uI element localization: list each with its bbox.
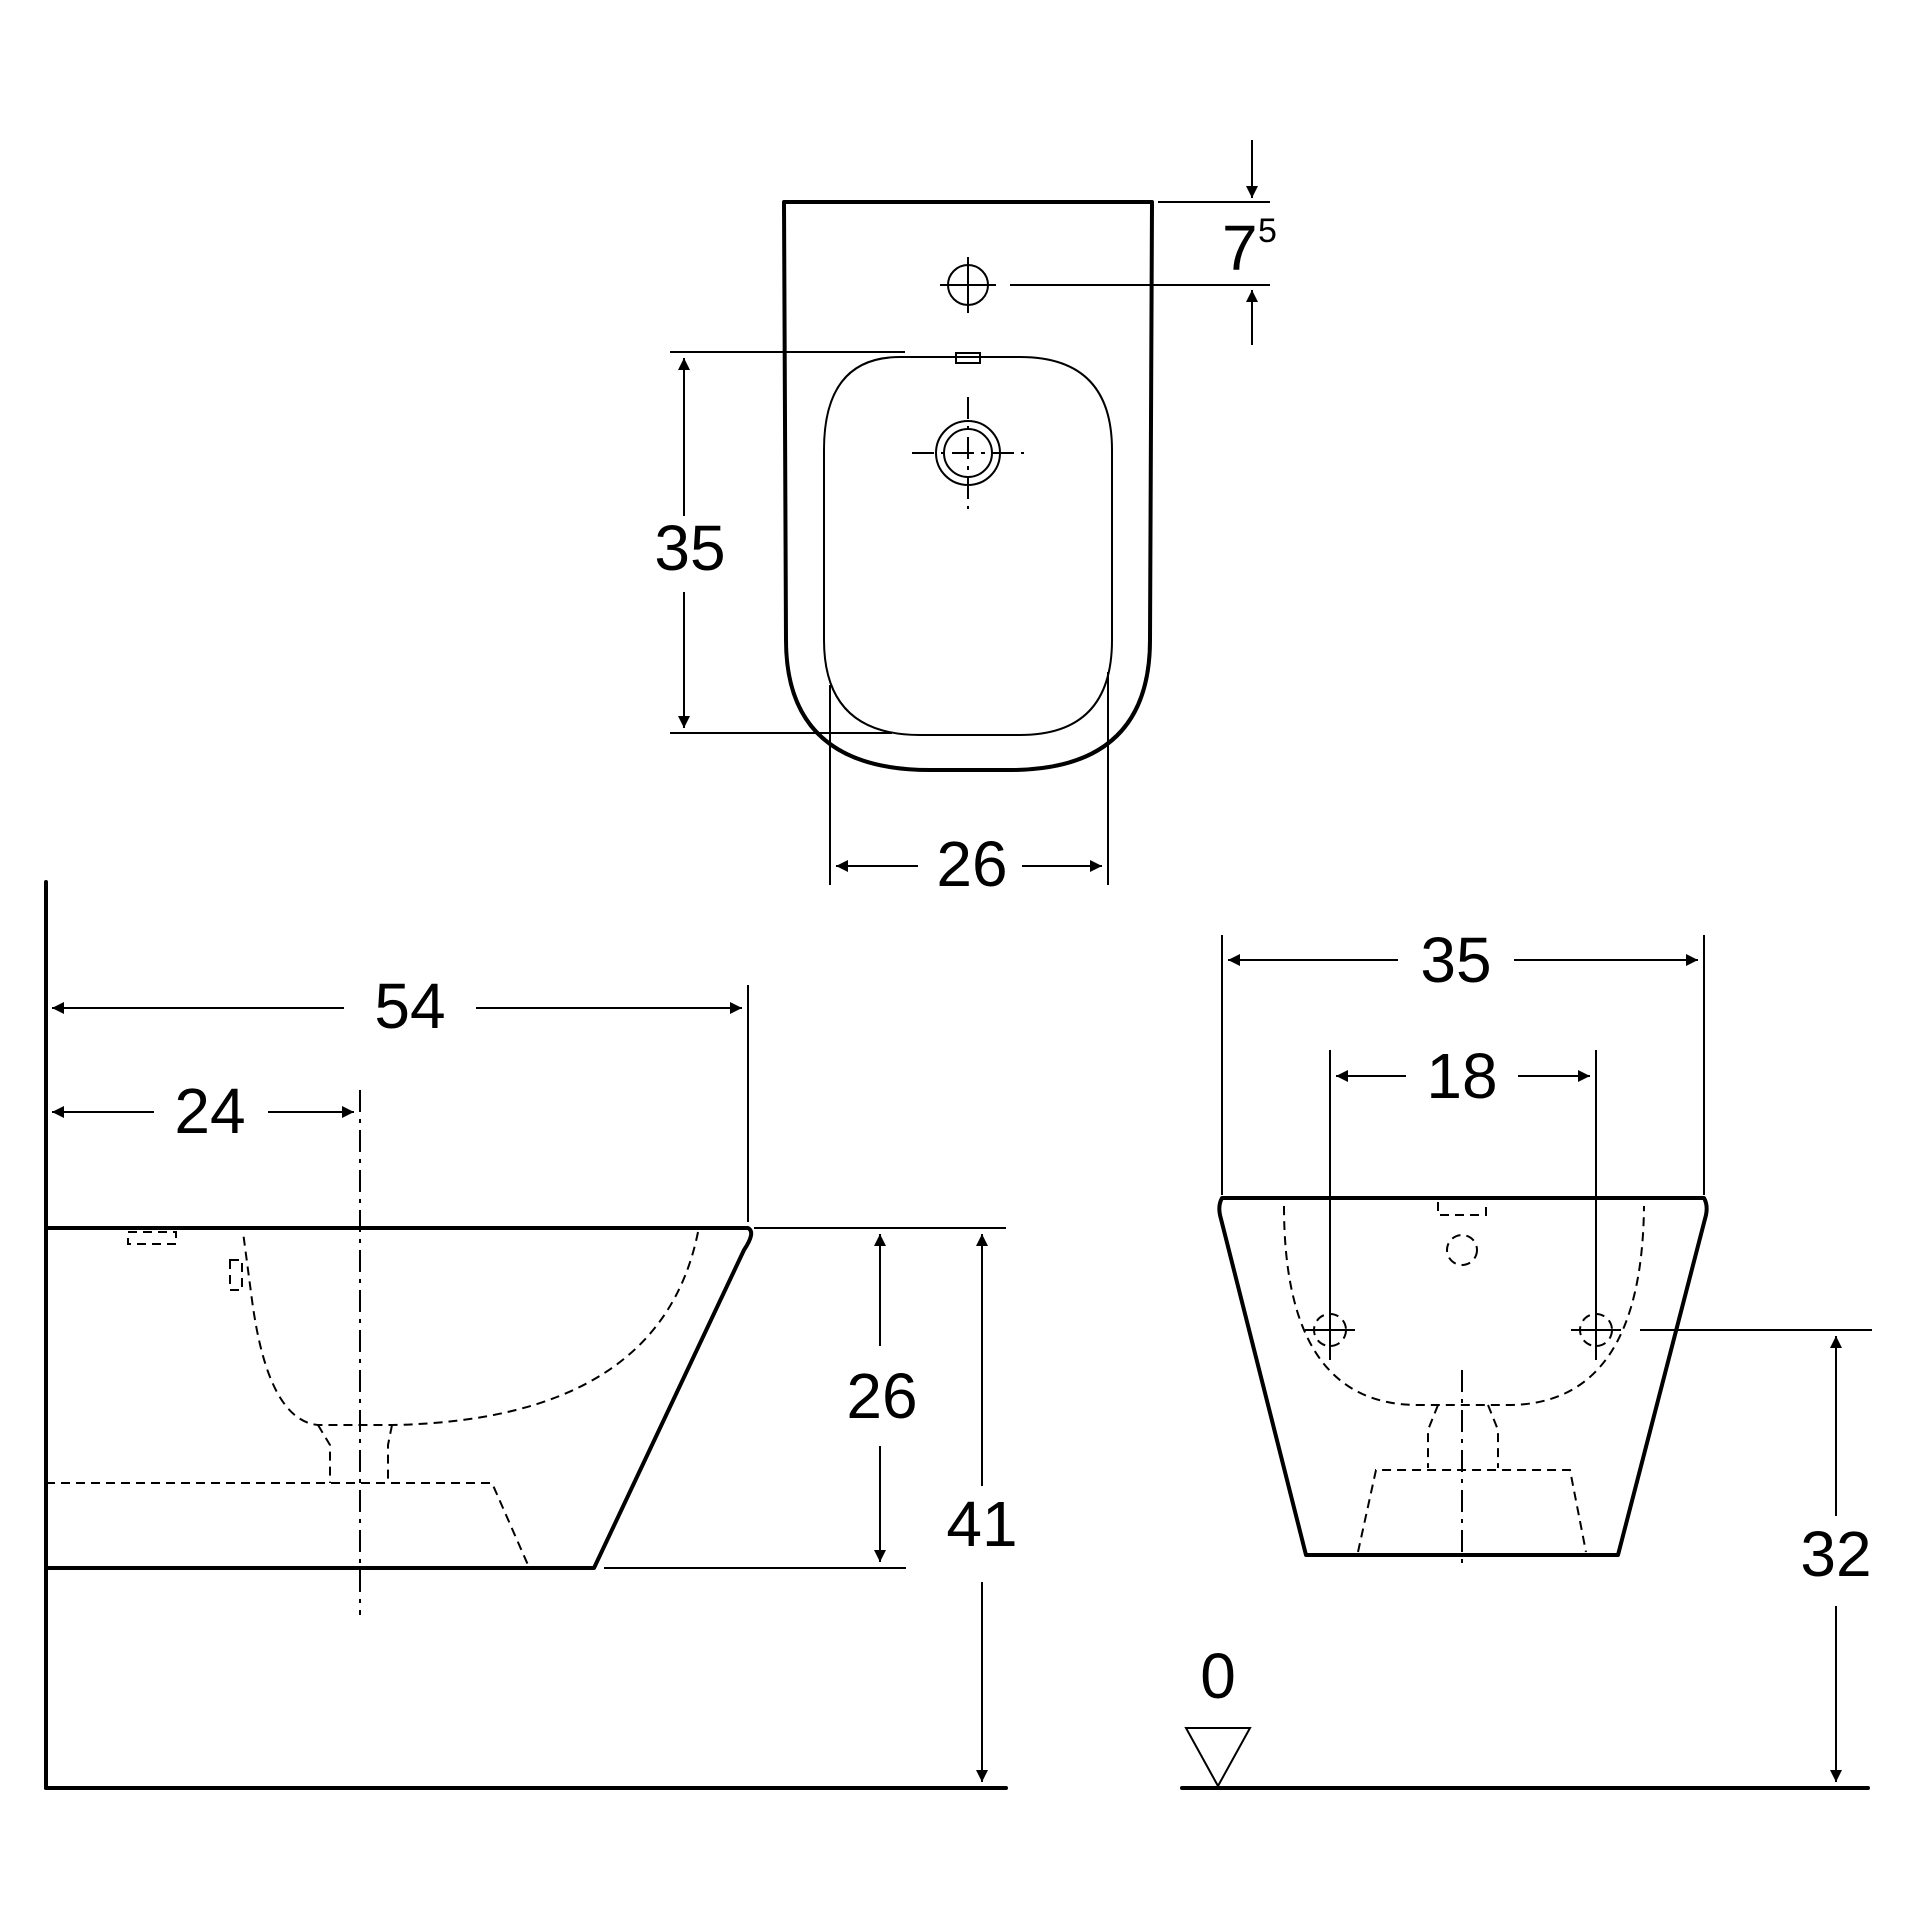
tap-hole-icon (940, 257, 996, 313)
dim-side-total-height: 41 (946, 1488, 1017, 1560)
drain-icon (912, 397, 1024, 509)
dim-tap-offset: 7 (1222, 212, 1258, 284)
front-overflow-icon (1446, 1234, 1478, 1266)
dim-side-bowl-height: 26 (846, 1360, 917, 1432)
dim-front-fixing-height: 32 (1800, 1518, 1871, 1590)
front-view-outline (1217, 1196, 1709, 1557)
dim-front-fixing: 18 (1426, 1040, 1497, 1112)
dim-top-height: 35 (654, 512, 725, 584)
top-view-outline (782, 200, 1154, 772)
side-view-outline (44, 1226, 754, 1570)
front-bowl-interior (1283, 1205, 1645, 1406)
dim-top-width: 26 (936, 828, 1007, 900)
overflow-icon (955, 352, 981, 364)
top-view: 35 26 7 5 (654, 140, 1277, 900)
dim-side-length: 54 (374, 970, 445, 1042)
front-view: 35 18 32 0 (1180, 924, 1872, 1790)
dim-front-width: 35 (1420, 924, 1491, 996)
top-view-bowl (823, 356, 1113, 736)
dim-side-axis: 24 (174, 1075, 245, 1147)
floor-level-icon (1184, 1727, 1252, 1789)
floor-level-label: 0 (1200, 1640, 1236, 1712)
side-bowl-interior (242, 1231, 699, 1426)
dim-tap-offset-sup: 5 (1258, 212, 1277, 250)
side-view: 54 24 26 41 (44, 880, 1018, 1790)
